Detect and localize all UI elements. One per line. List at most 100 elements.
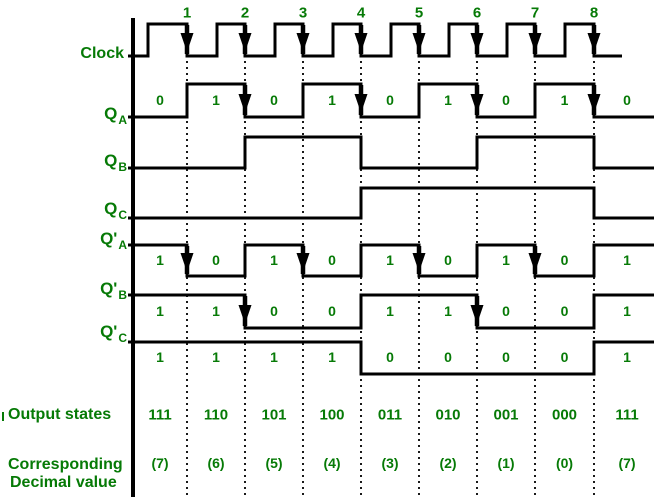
value-QpA-2: 0: [212, 251, 220, 268]
clock-edge-number-8: 8: [589, 4, 599, 22]
value-QpB-3: 0: [270, 302, 278, 319]
decimal-value-5: (3): [381, 455, 399, 471]
value-QpB-7: 0: [502, 302, 510, 319]
value-QpB-2: 1: [212, 302, 220, 319]
output-state-8: 000: [551, 406, 578, 424]
output-state-6: 010: [435, 406, 461, 424]
signal-label-base: Q': [100, 279, 118, 298]
output-state-5: 011: [377, 406, 403, 424]
signal-label-QpA: Q'A: [0, 229, 127, 252]
value-QpC-2: 1: [212, 349, 220, 365]
value-QA-7: 0: [502, 91, 510, 108]
value-QpA-6: 0: [444, 251, 452, 268]
output-state-3: 101: [261, 406, 287, 424]
value-QpB-6: 1: [444, 302, 452, 319]
falling-edge-arrow: [180, 253, 194, 272]
signal-label-subscript: B: [118, 288, 127, 302]
output-state-4: 100: [319, 406, 345, 424]
clock-edge-number-7: 7: [530, 4, 540, 22]
decimal-value-7: (1): [497, 455, 515, 471]
falling-edge-arrow: [238, 33, 252, 52]
falling-edge-arrow: [587, 33, 601, 52]
clock-edge-number-4: 4: [356, 4, 366, 22]
value-QA-4: 1: [328, 91, 336, 108]
value-QpA-5: 1: [386, 251, 394, 268]
value-QpB-9: 1: [623, 302, 631, 319]
value-QA-9: 0: [623, 91, 631, 108]
falling-edge-arrow: [412, 33, 426, 52]
value-QpC-9: 1: [623, 349, 631, 365]
value-QpC-4: 1: [328, 349, 336, 365]
decimal-value-2: (6): [207, 455, 225, 471]
signal-label-QpC: Q'C: [0, 322, 127, 345]
decimal-value-1: (7): [151, 455, 169, 471]
value-QA-8: 1: [560, 91, 569, 108]
value-QpC-1: 1: [156, 349, 164, 365]
signal-label-base: Q: [104, 199, 118, 218]
output-state-7: 001: [493, 406, 519, 424]
value-QpA-8: 0: [560, 251, 569, 268]
clock-edge-number-6: 6: [472, 4, 482, 22]
decimal-label-line1: Corresponding: [8, 456, 123, 473]
value-QpC-6: 0: [444, 349, 452, 365]
output-states-label: Output states: [8, 406, 112, 423]
signal-label-QB: QB: [0, 151, 127, 174]
value-QpC-7: 0: [502, 349, 510, 365]
decimal-value-9: (7): [618, 455, 636, 471]
clock-row-label: Clock: [80, 45, 124, 62]
signal-label-QpB: Q'B: [0, 279, 127, 302]
signal-label-subscript: B: [118, 160, 127, 174]
clock-waveform: [128, 22, 622, 58]
vertical-axis: [131, 18, 135, 497]
clock-edge-number-2: 2: [240, 4, 250, 22]
output-state-2: 110: [203, 406, 229, 424]
value-QA-6: 1: [444, 91, 452, 108]
waveform-QC: [128, 186, 654, 220]
value-QpA-3: 1: [270, 251, 278, 268]
waveform-QB: [128, 135, 654, 170]
value-QA-5: 0: [386, 91, 394, 108]
value-QpB-5: 1: [386, 302, 394, 319]
value-QpC-8: 0: [560, 349, 569, 365]
left-tick-mark: [2, 412, 4, 421]
decimal-value-4: (4): [323, 455, 341, 471]
signal-label-base: Q': [100, 322, 118, 341]
output-state-9: 111: [615, 406, 639, 424]
falling-edge-arrow: [412, 253, 426, 272]
value-QpA-7: 1: [502, 251, 510, 268]
falling-edge-arrow: [296, 253, 310, 272]
falling-edge-arrow: [180, 33, 194, 52]
falling-edge-arrow: [470, 305, 484, 324]
clock-edge-number-3: 3: [298, 4, 308, 22]
falling-edge-arrow: [238, 94, 252, 113]
signal-label-base: Q: [104, 151, 118, 170]
falling-edge-arrow: [354, 94, 368, 113]
decimal-label-line2: Decimal value: [10, 474, 117, 491]
signal-label-subscript: C: [118, 208, 127, 222]
value-QA-1: 0: [156, 91, 164, 108]
falling-edge-arrow: [528, 253, 542, 272]
waveform-QpA: [128, 243, 654, 278]
clock-edge-number-1: 1: [182, 4, 192, 22]
value-QpB-1: 1: [156, 302, 164, 319]
falling-edge-arrow: [238, 305, 252, 324]
value-QpC-5: 0: [386, 349, 394, 365]
waveform-QpC: [128, 340, 654, 376]
value-QpA-9: 1: [623, 251, 631, 268]
decimal-value-3: (5): [265, 455, 283, 471]
value-QpB-4: 0: [328, 302, 336, 319]
value-QpA-4: 0: [328, 251, 336, 268]
waveform-QA: [128, 82, 654, 119]
decimal-value-6: (2): [439, 455, 457, 471]
falling-edge-arrow: [470, 94, 484, 113]
falling-edge-arrow: [296, 33, 310, 52]
falling-edge-arrow: [528, 33, 542, 52]
value-QA-3: 0: [270, 91, 278, 108]
signal-label-base: Q': [100, 229, 118, 248]
value-QpA-1: 1: [156, 251, 164, 268]
signal-label-subscript: A: [118, 113, 127, 127]
value-QpB-8: 0: [560, 302, 569, 319]
decimal-value-8: (0): [555, 455, 574, 471]
